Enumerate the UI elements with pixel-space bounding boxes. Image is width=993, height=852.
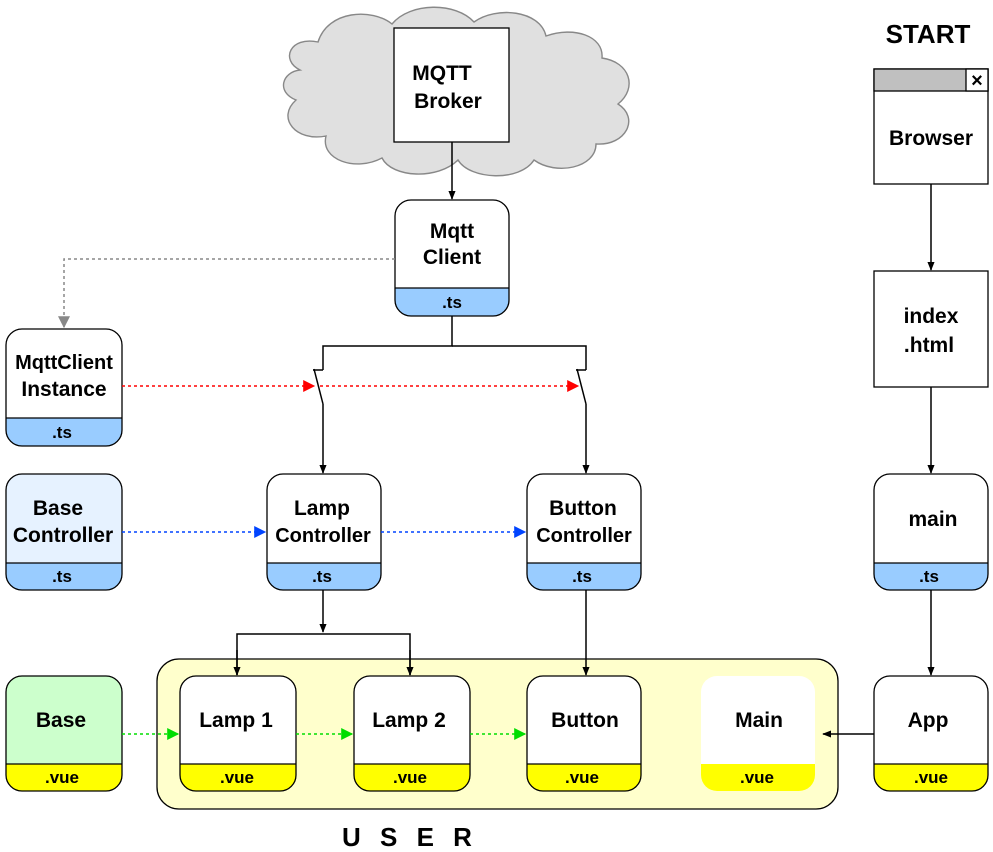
- app-vue-label: App: [908, 709, 949, 732]
- index-line2: .html: [904, 334, 954, 357]
- app-vue-node: App .vue: [873, 675, 989, 792]
- mqtt-instance-line1: MqttClient: [15, 352, 113, 374]
- button-controller-line2: Controller: [536, 525, 632, 547]
- close-icon: ×: [971, 70, 983, 92]
- lamp1-ext: .vue: [220, 768, 254, 787]
- index-line1: index: [904, 305, 959, 328]
- mqtt-instance-ext: .ts: [52, 423, 72, 442]
- base-controller-ext: .ts: [52, 567, 72, 586]
- mqtt-broker-line2: Broker: [414, 90, 482, 113]
- main-vue-ext: .vue: [740, 768, 774, 787]
- mqtt-client-ext: .ts: [442, 293, 462, 312]
- main-ts-ext: .ts: [919, 567, 939, 586]
- mqtt-client-node: Mqtt Client .ts: [394, 199, 510, 317]
- mqtt-instance-line2: Instance: [21, 378, 106, 401]
- main-vue-node: Main .vue: [701, 676, 815, 791]
- button-vue-node: Button .vue: [526, 675, 642, 792]
- lamp2-vue-node: Lamp 2 .vue: [353, 675, 471, 792]
- lamp1-label: Lamp 1: [199, 709, 273, 732]
- lamp-controller-line1: Lamp: [294, 497, 350, 520]
- button-controller-node: Button Controller .ts: [526, 473, 642, 591]
- switch-lamp-icon: [313, 368, 324, 405]
- lamp-controller-ext: .ts: [312, 567, 332, 586]
- client-fanout: [313, 316, 587, 371]
- lamp-controller-line2: Controller: [275, 525, 371, 547]
- main-ts-node: main .ts: [873, 473, 989, 591]
- browser-window: × Browser: [873, 68, 989, 185]
- arrow-client-to-instance: [58, 258, 395, 329]
- base-controller-line1: Base: [33, 497, 83, 520]
- main-vue-label: Main: [735, 709, 783, 732]
- main-ts-label: main: [908, 508, 957, 531]
- mqtt-client-line1: Mqtt: [430, 220, 474, 243]
- index-html-box: [873, 270, 989, 388]
- base-controller-line2: Controller: [13, 524, 113, 547]
- mqtt-broker-box: [393, 27, 510, 143]
- button-controller-ext: .ts: [572, 567, 592, 586]
- lamp-controller-node: Lamp Controller .ts: [266, 473, 382, 591]
- mqtt-broker-line1: MQTT: [412, 62, 472, 85]
- button-vue-ext: .vue: [565, 768, 599, 787]
- lamp1-vue-node: Lamp 1 .vue: [179, 675, 297, 792]
- base-vue-ext: .vue: [45, 768, 79, 787]
- browser-label: Browser: [889, 127, 973, 150]
- button-controller-line1: Button: [549, 497, 617, 520]
- mqtt-client-line2: Client: [423, 246, 481, 269]
- switch-button-icon: [576, 368, 587, 405]
- mqtt-client-instance-node: MqttClient Instance .ts: [5, 328, 123, 447]
- base-vue-node: Base .vue: [5, 675, 123, 792]
- base-controller-node: Base Controller .ts: [5, 473, 123, 591]
- user-label: U S E R: [342, 822, 478, 852]
- base-vue-label: Base: [36, 709, 86, 732]
- start-label: START: [886, 19, 971, 49]
- lamp2-label: Lamp 2: [372, 709, 446, 732]
- app-vue-ext: .vue: [914, 768, 948, 787]
- lamp2-ext: .vue: [393, 768, 427, 787]
- button-vue-label: Button: [551, 709, 619, 732]
